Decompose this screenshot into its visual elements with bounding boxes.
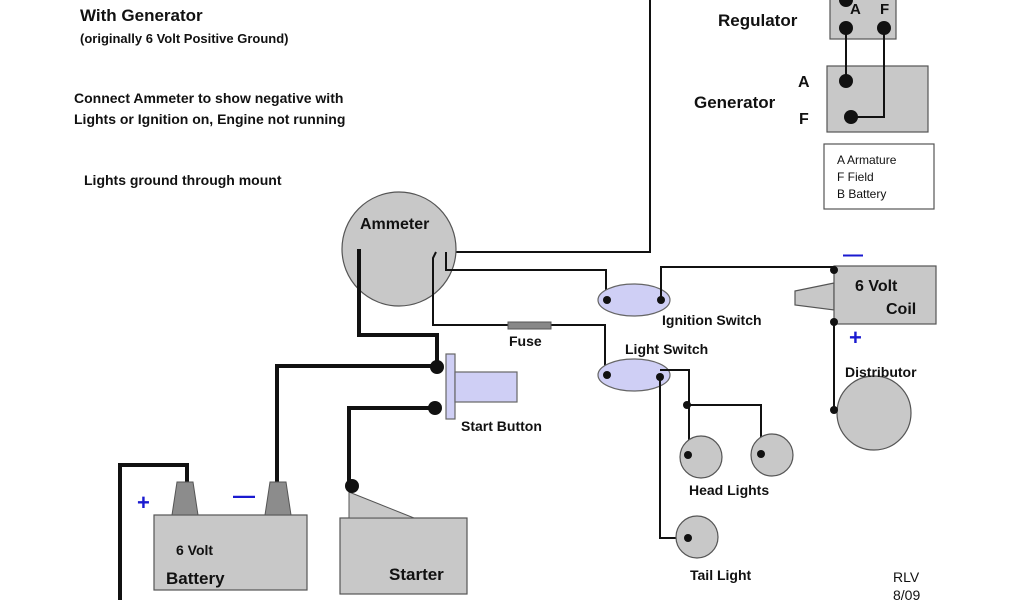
legend-armature: A Armature bbox=[837, 153, 897, 167]
head-light-left bbox=[679, 435, 723, 479]
battery-positive-sign: + bbox=[137, 490, 150, 515]
light-switch-terminal-in bbox=[603, 371, 611, 379]
regulator-terminal-f bbox=[877, 21, 891, 35]
start-button-flange[interactable] bbox=[445, 353, 456, 420]
coil-box bbox=[833, 265, 937, 325]
note-line-1: Connect Ammeter to show negative with bbox=[74, 90, 343, 106]
battery-negative-post bbox=[264, 481, 292, 516]
ignition-switch-terminal-in bbox=[603, 296, 611, 304]
wire-ammeter-to-start-button bbox=[357, 249, 439, 368]
distributor-terminal bbox=[830, 406, 838, 414]
light-switch-label: Light Switch bbox=[625, 341, 708, 357]
coil-label-line-2: Coil bbox=[886, 301, 916, 318]
wire-ammeter-to-regulator bbox=[446, 0, 651, 253]
battery-positive-post bbox=[171, 481, 199, 516]
generator-label: Generator bbox=[694, 93, 776, 112]
wire-battery-negative-to-start-button bbox=[275, 364, 437, 485]
terminal-legend-box bbox=[823, 143, 935, 210]
wire-start-button-to-starter bbox=[347, 406, 435, 485]
fuse-label: Fuse bbox=[509, 333, 542, 349]
light-switch[interactable] bbox=[597, 358, 671, 392]
battery-label-line-1: 6 Volt bbox=[176, 542, 213, 558]
start-button-terminal-starter bbox=[428, 401, 442, 415]
regulator-label: Regulator bbox=[718, 11, 798, 30]
generator-terminal-f-label: F bbox=[799, 111, 809, 128]
battery-negative-sign: — bbox=[233, 483, 255, 508]
regulator-terminal-b bbox=[839, 0, 853, 7]
distributor-label: Distributor bbox=[845, 364, 917, 380]
fuse bbox=[507, 321, 552, 330]
starter-label: Starter bbox=[389, 565, 444, 584]
coil-negative-sign: — bbox=[843, 244, 863, 266]
note-line-3: Lights ground through mount bbox=[84, 172, 282, 188]
generator-terminal-a-label: A bbox=[798, 74, 810, 91]
start-button-label: Start Button bbox=[461, 418, 542, 434]
ammeter bbox=[341, 191, 457, 307]
coil-negative-terminal bbox=[830, 266, 838, 274]
head-light-right bbox=[750, 433, 794, 477]
starter-box bbox=[339, 517, 468, 595]
battery-label-line-2: Battery bbox=[166, 569, 225, 588]
head-light-right-terminal bbox=[757, 450, 765, 458]
generator-terminal-f bbox=[844, 110, 858, 124]
tail-light-label: Tail Light bbox=[690, 567, 752, 583]
legend-field: F Field bbox=[837, 170, 874, 184]
ammeter-label: Ammeter bbox=[360, 216, 429, 233]
wire-light-switch-to-headlight-left bbox=[660, 369, 690, 455]
note-line-2: Lights or Ignition on, Engine not runnin… bbox=[74, 111, 345, 127]
distributor bbox=[836, 375, 912, 451]
ignition-switch-label: Ignition Switch bbox=[662, 312, 762, 328]
regulator-terminal-f-label: F bbox=[880, 1, 889, 18]
legend-battery: B Battery bbox=[837, 187, 886, 201]
ignition-switch[interactable] bbox=[597, 283, 671, 317]
head-light-left-terminal bbox=[684, 451, 692, 459]
tail-light-terminal bbox=[684, 534, 692, 542]
coil-high-tension-tower bbox=[794, 282, 835, 311]
coil-positive-sign: + bbox=[849, 325, 862, 350]
signature-initials: RLV bbox=[893, 569, 920, 585]
wire-ammeter-to-fuse bbox=[432, 251, 508, 326]
regulator-terminal-a-label: A bbox=[850, 1, 861, 18]
starter-terminal bbox=[345, 479, 359, 493]
wire-battery-positive-ground bbox=[118, 463, 189, 600]
wire-fuse-to-light-switch bbox=[550, 324, 606, 376]
signature-date: 8/09 bbox=[893, 587, 920, 600]
coil-label-line-1: 6 Volt bbox=[855, 278, 898, 295]
regulator-terminal-a bbox=[839, 21, 853, 35]
diagram-subtitle: (originally 6 Volt Positive Ground) bbox=[80, 31, 289, 46]
battery-box bbox=[153, 514, 308, 591]
start-button-plunger[interactable] bbox=[454, 371, 518, 403]
headlight-junction bbox=[683, 401, 691, 409]
tail-light bbox=[675, 515, 719, 559]
wire-reg-f-to-gen-f bbox=[851, 28, 885, 118]
start-button-terminal-battery bbox=[430, 360, 444, 374]
head-lights-label: Head Lights bbox=[689, 482, 769, 498]
wire-ammeter-to-ignition-switch bbox=[445, 252, 607, 300]
starter-solenoid-tab bbox=[348, 491, 415, 519]
generator-terminal-a bbox=[839, 74, 853, 88]
diagram-title: With Generator bbox=[80, 6, 203, 25]
